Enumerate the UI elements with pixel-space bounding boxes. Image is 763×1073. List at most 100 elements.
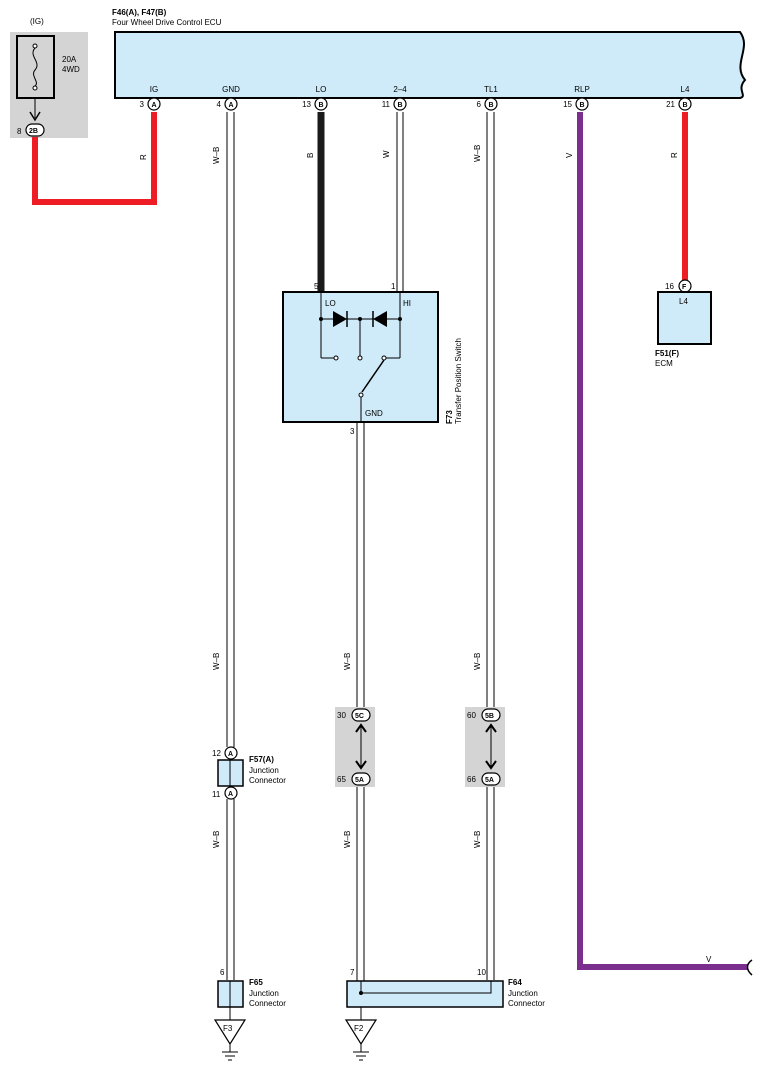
arrow-up-icon xyxy=(485,723,497,733)
ecu-terminal-label: LO xyxy=(316,85,327,94)
f65-pin: 6 xyxy=(220,968,225,977)
wire-switch-gnd-wb xyxy=(356,422,365,982)
junction-f64: 7 10 F64 Junction Connector F2 xyxy=(344,968,545,1061)
joint-5c-5a: 30 5C 65 5A xyxy=(335,707,375,787)
f64-id: F64 xyxy=(508,978,522,987)
ecm-body xyxy=(657,291,712,345)
f57-pin-top: 12 xyxy=(212,749,221,758)
joint-5b-5a: 60 5B 66 5A xyxy=(465,707,505,787)
ecm: 16 F L4 F51(F) ECM xyxy=(655,279,712,368)
wire-label-wb-5: W–B xyxy=(473,653,482,670)
joint-5b-conn-top: 5B xyxy=(485,713,494,720)
ground-f3-label: F3 xyxy=(223,1024,233,1033)
fuse-pin: 8 xyxy=(17,127,22,136)
ecu-terminal-badge xyxy=(314,97,328,111)
wire-label-v-2: V xyxy=(706,955,712,964)
f57-line1: Junction xyxy=(249,766,279,775)
f64-pin-left: 7 xyxy=(350,968,355,977)
ecu-name: Four Wheel Drive Control ECU xyxy=(112,18,222,27)
ecu-terminal-label: TL1 xyxy=(484,85,498,94)
ecu-terminal-connector: B xyxy=(488,102,493,109)
ecu-terminal-label: IG xyxy=(150,85,158,94)
ecu-terminal-badge xyxy=(393,97,407,111)
wire-label-wb-3: W–B xyxy=(212,831,221,848)
ecu-terminal-pin: 13 xyxy=(302,100,311,109)
switch-id: F73 xyxy=(445,410,454,424)
ecu-terminal-connector: B xyxy=(579,102,584,109)
f57-badge-bottom xyxy=(224,786,238,800)
wire-label-wb-7: W–B xyxy=(343,653,352,670)
arrow-up-icon xyxy=(355,723,367,733)
ecu-terminal-badge xyxy=(678,97,692,111)
fuse-icon xyxy=(32,43,38,91)
ecu-terminal-connector: A xyxy=(151,102,156,109)
ecu-terminal-pin: 3 xyxy=(140,100,145,109)
f57-conn-bottom: A xyxy=(228,791,233,798)
fuse-connector: 2B xyxy=(29,128,38,135)
wire-ig-red xyxy=(32,112,157,205)
wire-label-wb-8: W–B xyxy=(343,831,352,848)
f65-line1: Junction xyxy=(249,989,279,998)
ecu-terminal-pin: 4 xyxy=(217,100,222,109)
ecu-terminal-connector: B xyxy=(397,102,402,109)
wire-label-wb-6: W–B xyxy=(473,831,482,848)
fuse-arrow-icon xyxy=(29,111,41,122)
fuse-circuit-label: (IG) xyxy=(30,17,44,26)
ecm-pin: 16 xyxy=(665,282,674,291)
switch-icon xyxy=(320,319,401,422)
ecu-terminal-badge xyxy=(147,97,161,111)
junction-f65: 6 F65 Junction Connector F3 xyxy=(213,968,286,1061)
f57-line2: Connector xyxy=(249,776,286,785)
switch-pin-lo: 5 xyxy=(314,282,319,291)
ecm-id: F51(F) xyxy=(655,349,679,358)
f57-badge-top xyxy=(224,746,238,760)
wire-tl1-wb xyxy=(486,112,495,980)
ecu-terminal-pin: 15 xyxy=(563,100,572,109)
fuse-rating: 20A xyxy=(62,55,77,64)
wire-rlp-purple xyxy=(577,112,748,970)
wire-label-w: W xyxy=(382,150,391,158)
ground-icon xyxy=(344,1019,378,1061)
ecm-connector: F xyxy=(682,284,687,291)
wire-label-r-l4: R xyxy=(670,152,679,158)
wire-label-wb-2: W–B xyxy=(212,653,221,670)
f57-pin-bottom: 11 xyxy=(212,790,221,799)
ecu: F46(A), F47(B) Four Wheel Drive Control … xyxy=(112,8,747,111)
f65-id: F65 xyxy=(249,978,263,987)
arrow-down-icon xyxy=(485,760,497,770)
switch-label-gnd: GND xyxy=(365,409,383,418)
wire-gnd-wb xyxy=(226,112,235,980)
ecu-terminal-badge xyxy=(484,97,498,111)
transfer-position-switch: 5 1 LO HI GND 3 xyxy=(282,282,463,436)
joint-5c-conn-top: 5C xyxy=(355,713,364,720)
ecu-terminal-connector: B xyxy=(318,102,323,109)
wire-label-wb-4: W–B xyxy=(473,145,482,162)
ecu-terminal-pin: 11 xyxy=(382,100,391,109)
switch-pin-gnd: 3 xyxy=(350,427,355,436)
wire-label-r-ig: R xyxy=(139,154,148,160)
joint-5b-pin-top: 60 xyxy=(467,711,476,720)
wire-label-v-1: V xyxy=(565,152,574,158)
ecu-terminal-badge xyxy=(224,97,238,111)
arrow-down-icon xyxy=(355,760,367,770)
f64-line2: Connector xyxy=(508,999,545,1008)
joint-5c-pin-top: 30 xyxy=(337,711,346,720)
wire-label-wb-1: W–B xyxy=(212,147,221,164)
switch-label-lo: LO xyxy=(325,299,336,308)
ecu-terminal-connector: A xyxy=(228,102,233,109)
fuse-block: (IG) 20A 4WD 8 2B xyxy=(10,17,88,138)
f64-pin-right: 10 xyxy=(477,968,486,977)
fuse-name: 4WD xyxy=(62,65,80,74)
fuse-connector-badge xyxy=(25,123,45,137)
f57-conn-top: A xyxy=(228,751,233,758)
ecm-terminal-label: L4 xyxy=(679,297,688,306)
ecu-terminal-pin: 6 xyxy=(477,100,482,109)
f65-line2: Connector xyxy=(249,999,286,1008)
ecu-terminal-label: GND xyxy=(222,85,240,94)
switch-label-hi: HI xyxy=(403,299,411,308)
f57-id: F57(A) xyxy=(249,755,274,764)
joint-5b-pin-bottom: 66 xyxy=(467,775,476,784)
ecu-terminal-badge xyxy=(575,97,589,111)
